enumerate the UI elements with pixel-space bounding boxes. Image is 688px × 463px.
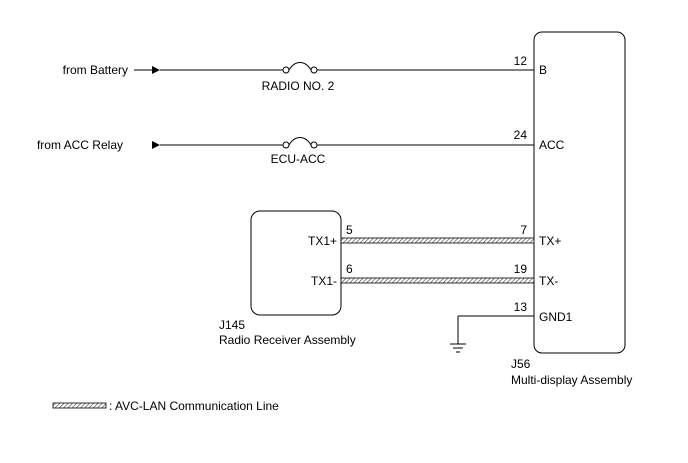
battery-wire: from Battery RADIO NO. 2 — [63, 62, 534, 93]
pin-label-gnd1: GND1 — [539, 310, 573, 324]
multi-display-name: Multi-display Assembly — [511, 373, 632, 387]
legend: : AVC-LAN Communication Line — [52, 399, 279, 413]
pin-number-b: 12 — [514, 54, 528, 68]
pin-label-b: B — [539, 63, 547, 77]
multi-display-connector-id: J56 — [511, 357, 531, 371]
pin-number-tx-minus: 19 — [514, 262, 528, 276]
pin-number-tx1-plus: 5 — [346, 223, 353, 237]
acc-wire: from ACC Relay ECU-ACC — [37, 137, 534, 166]
pin-label-tx-plus: TX+ — [539, 234, 561, 248]
multi-display-assembly-box — [533, 31, 626, 354]
fuse-icon — [288, 137, 312, 146]
fuse-terminal-icon — [310, 141, 318, 149]
pin-number-gnd1: 13 — [514, 300, 528, 314]
arrow-right-icon — [152, 66, 160, 74]
pin-label-tx1-plus: TX1+ — [308, 234, 337, 248]
avc-lan-line-tx-plus — [340, 237, 535, 244]
ground-icon — [450, 343, 466, 353]
pin-number-tx1-minus: 6 — [346, 262, 353, 276]
ground-wire — [450, 315, 534, 353]
fuse-label-radio: RADIO NO. 2 — [262, 79, 335, 93]
pin-label-acc: ACC — [539, 138, 565, 152]
radio-receiver-name: Radio Receiver Assembly — [219, 333, 356, 347]
fuse-label-ecu-acc: ECU-ACC — [271, 152, 326, 166]
fuse-terminal-icon — [282, 141, 290, 149]
pin-number-tx-plus: 7 — [520, 223, 527, 237]
pin-label-tx-minus: TX- — [539, 274, 558, 288]
avc-lan-line-tx-minus — [340, 277, 535, 284]
radio-receiver-assembly-box — [250, 210, 342, 316]
fuse-icon — [288, 62, 312, 71]
avc-lan-line-legend-swatch — [52, 402, 107, 409]
pin-number-acc: 24 — [514, 128, 528, 142]
acc-relay-source-label: from ACC Relay — [37, 138, 123, 152]
fuse-terminal-icon — [282, 66, 290, 74]
arrow-right-icon — [152, 141, 160, 149]
fuse-terminal-icon — [310, 66, 318, 74]
pin-label-tx1-minus: TX1- — [311, 274, 337, 288]
legend-label: : AVC-LAN Communication Line — [109, 399, 279, 413]
radio-receiver-connector-id: J145 — [219, 318, 245, 332]
battery-source-label: from Battery — [63, 63, 128, 77]
